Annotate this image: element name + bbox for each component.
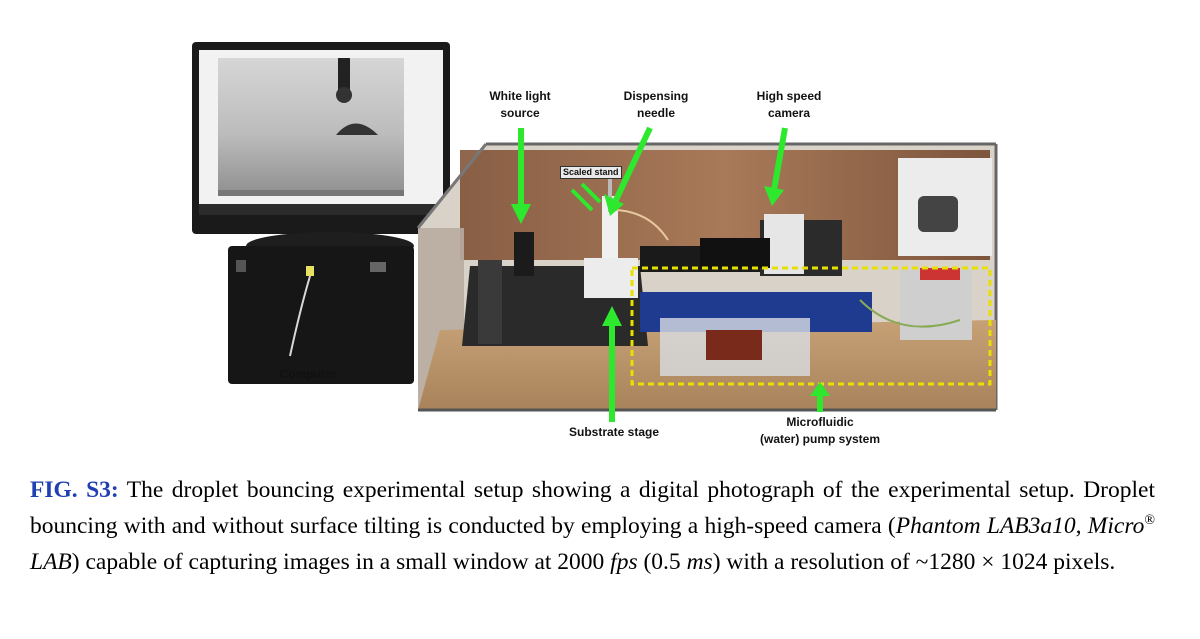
label-scaled-stand: Scaled stand xyxy=(560,166,622,179)
label-dispensing-needle: Dispensing needle xyxy=(623,89,689,120)
caption-text-1: The droplet bouncing experimental setup … xyxy=(30,477,1155,539)
pump-system xyxy=(660,268,972,376)
camera-model-suffix: LAB xyxy=(30,549,72,575)
fps-unit: fps xyxy=(610,549,638,575)
ms-unit: ms xyxy=(686,549,713,575)
label-substrate-stage: Substrate stage xyxy=(568,425,660,439)
figure-caption: FIG. S3: The droplet bouncing experiment… xyxy=(30,472,1155,580)
registered-mark: ® xyxy=(1144,513,1155,529)
caption-text-4: ) with a resolution of ~1280 × 1024 pixe… xyxy=(712,549,1116,575)
label-high-speed-camera: High speed camera xyxy=(756,89,822,120)
setup-illustration xyxy=(192,42,998,422)
label-white-light-source: White light source xyxy=(489,89,551,120)
pump-system-highlight xyxy=(630,266,992,386)
camera-model: Phantom LAB3a10, Micro xyxy=(895,513,1145,539)
computer-base xyxy=(228,246,414,384)
label-pump-system: Microfluidic (water) pump system xyxy=(759,415,881,446)
experimental-setup-photo: White light source Dispensing needle Hig… xyxy=(192,42,998,446)
figure-id: FIG. S3: xyxy=(30,477,119,503)
caption-text-3: (0.5 xyxy=(637,549,687,575)
computer-monitor xyxy=(192,42,450,262)
pointer-arrows xyxy=(511,126,830,422)
label-computer: Computer xyxy=(279,367,337,381)
caption-text-2: ) capable of capturing images in a small… xyxy=(71,549,611,575)
stand-and-needle xyxy=(584,172,669,298)
